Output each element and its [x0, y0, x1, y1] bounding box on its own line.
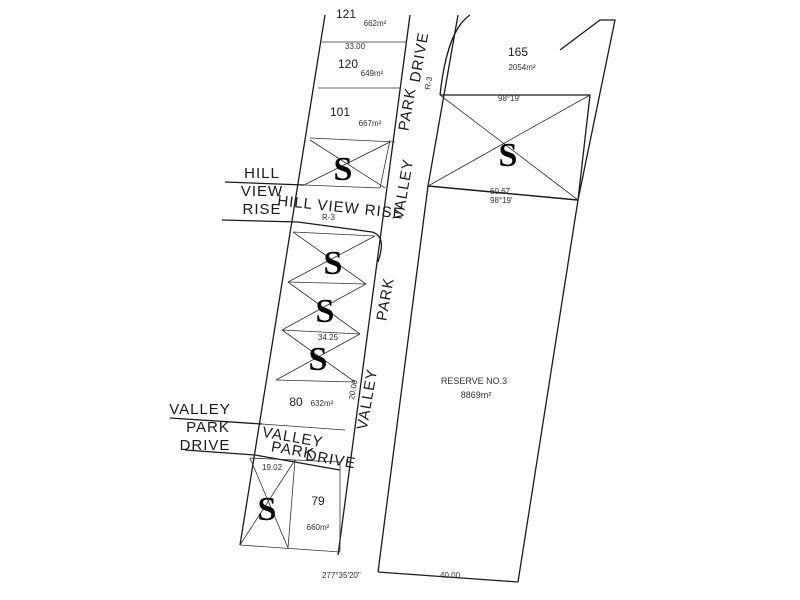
dimension-length-bottom: 40.00	[440, 571, 461, 580]
sold-lot-cross-4b	[275, 333, 361, 381]
lot-line-3	[309, 137, 396, 143]
sold-lot-cross-1a	[309, 139, 386, 189]
lot-area-165: 2054m²	[508, 63, 535, 72]
hill-view-rise-return	[297, 221, 383, 263]
valley-park-drive-east-edge	[427, 14, 459, 187]
reserve-area: 8869m²	[461, 390, 492, 400]
dimension-frontage: 20.00	[347, 379, 359, 401]
road-label-park-left: PARK	[186, 419, 230, 436]
sold-lot-cross-2b	[287, 235, 376, 283]
bottom-lot-divider	[287, 459, 296, 549]
lot-area-121: 662m²	[364, 19, 387, 28]
sold-marker-165: S	[499, 137, 518, 174]
sold-lot-cross-4a	[281, 329, 356, 383]
hill-view-rise-north-edge	[224, 181, 305, 186]
lot-area-80: 632m²	[311, 399, 334, 408]
sold-marker-4: S	[309, 341, 328, 378]
lot-area-101: 667m²	[359, 119, 382, 128]
lot-line-6	[287, 281, 367, 285]
lot-165-top-curve	[439, 14, 471, 96]
lot-165-cross-a	[439, 94, 579, 201]
dimension-bearing-bottom: 277°35'20"	[322, 571, 361, 580]
bottom-lot-outline	[239, 457, 341, 553]
lot-line-7	[281, 329, 361, 335]
lot-165-boundary	[427, 94, 591, 201]
road-label-park-lower: PARK	[373, 276, 397, 322]
dimension-width-bottom: 19.02	[262, 463, 283, 472]
sold-lot-cross-5a	[249, 457, 289, 549]
road-label-valley-main: VALLEY	[390, 157, 417, 221]
dimension-bearing-165: 98°19'	[490, 196, 513, 205]
sold-marker-5: S	[258, 491, 277, 528]
road-label-drive-left: DRIVE	[180, 437, 231, 454]
reserve-left-boundary	[377, 185, 429, 573]
road-label-rise: RISE	[242, 201, 281, 218]
lot-number-80: 80	[289, 395, 303, 409]
lot-number-121: 121	[336, 7, 356, 21]
sold-lot-cross-5b	[239, 459, 296, 546]
road-label-hill: HILL	[244, 165, 280, 182]
lot-number-79: 79	[311, 494, 325, 508]
lot-line-9	[261, 423, 346, 431]
reserve-label: RESERVE NO.3	[441, 376, 507, 386]
hill-view-rise-south-edge	[221, 219, 299, 223]
dimension-length-lower: 34.25	[318, 333, 339, 342]
road-tag-hill-view-rise: R-3	[322, 213, 335, 222]
lot-line-8	[275, 379, 356, 383]
road-label-valley-lower: VALLEY	[354, 367, 381, 431]
sold-marker-1: S	[334, 151, 353, 188]
sold-lot-cross-3a	[287, 281, 361, 335]
road-label-view: VIEW	[241, 183, 283, 200]
lot-165-cross-b	[427, 94, 591, 187]
lot-line-4	[303, 139, 391, 189]
road-tag-valley-park-drive: R-3	[423, 76, 434, 91]
lot-line-5	[292, 231, 376, 237]
road-label-drive-main: DRIVE	[407, 31, 433, 84]
sold-lot-cross-2a	[292, 231, 367, 285]
road-label-valley-left: VALLEY	[169, 401, 231, 418]
lot-number-165: 165	[508, 45, 528, 59]
dimension-length-120: 33.00	[345, 42, 366, 51]
lot-number-101: 101	[330, 105, 350, 119]
sold-lot-cross-1b	[303, 141, 391, 186]
valley-park-drive-lower-south-edge	[184, 449, 341, 471]
dimension-bearing-top: 98°19'	[498, 94, 521, 103]
dimension-length-165: 60.67	[490, 187, 511, 196]
lot-area-79: 660m²	[307, 523, 330, 532]
valley-park-drive-west-edge	[337, 14, 411, 556]
reserve-bottom-boundary	[377, 571, 519, 583]
reserve-right-boundary	[517, 199, 579, 583]
sold-marker-2: S	[324, 245, 343, 282]
sold-marker-3: S	[316, 293, 335, 330]
valley-park-drive-lower-north-edge	[169, 417, 263, 425]
lot-area-120: 649m²	[361, 69, 384, 78]
lot-column-west-edge	[239, 14, 326, 546]
lot-number-120: 120	[338, 57, 358, 71]
sold-lot-cross-3b	[281, 283, 367, 331]
